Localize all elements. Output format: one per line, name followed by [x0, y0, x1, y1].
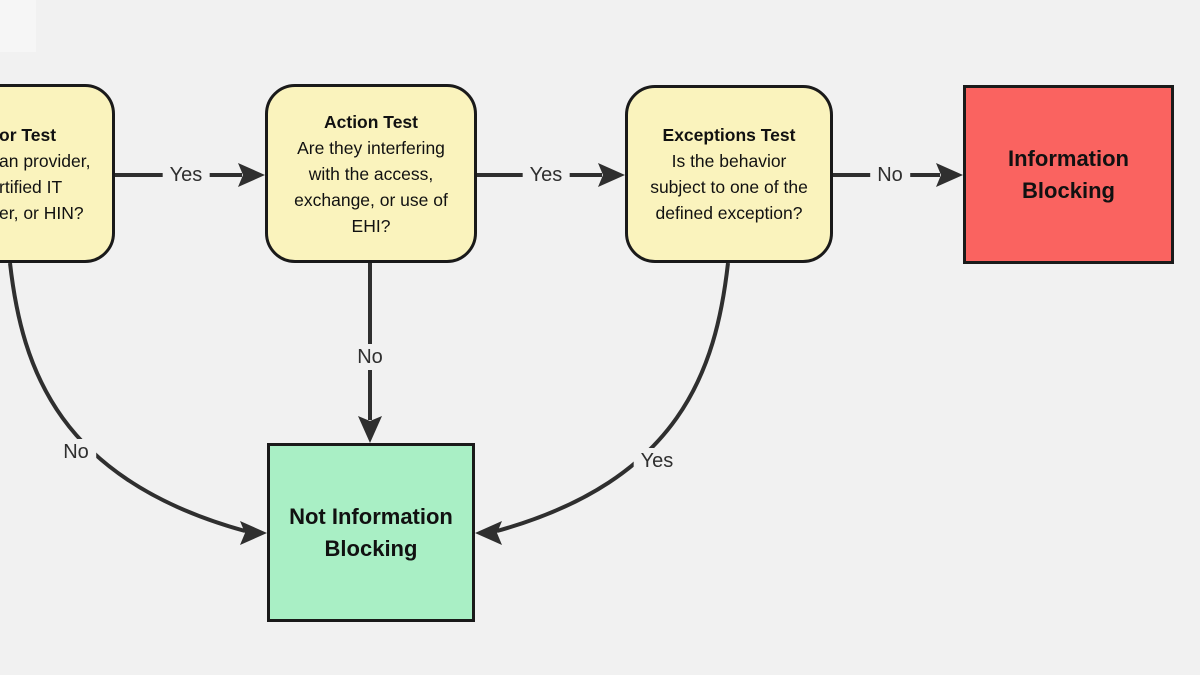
edge-label-action-to-exceptions: Yes	[522, 162, 570, 188]
edge-label-actor-to-action: Yes	[162, 162, 210, 188]
top-left-artifact	[0, 0, 36, 52]
node-title: Action Test	[324, 111, 418, 132]
arrowhead-icon	[936, 163, 963, 187]
arrowhead-icon	[475, 521, 502, 545]
edge-label-exceptions-to-info-blocking: No	[870, 162, 910, 188]
node-title: Exceptions Test	[662, 125, 796, 145]
arrowhead-icon	[240, 521, 267, 545]
edge-label-action-to-not-info-blocking: No	[350, 344, 390, 370]
edge-label-actor-to-not-info-blocking: No	[56, 439, 96, 465]
arrowhead-icon	[238, 163, 265, 187]
edge-exceptions-to-not-info-blocking	[496, 262, 730, 533]
edge-actor-to-not-info-blocking	[8, 262, 246, 533]
arrowhead-icon	[598, 163, 625, 187]
node-title: or Test	[0, 125, 57, 145]
edge-label-exceptions-to-not-info-blocking: Yes	[633, 448, 681, 474]
arrowhead-icon	[358, 416, 382, 443]
